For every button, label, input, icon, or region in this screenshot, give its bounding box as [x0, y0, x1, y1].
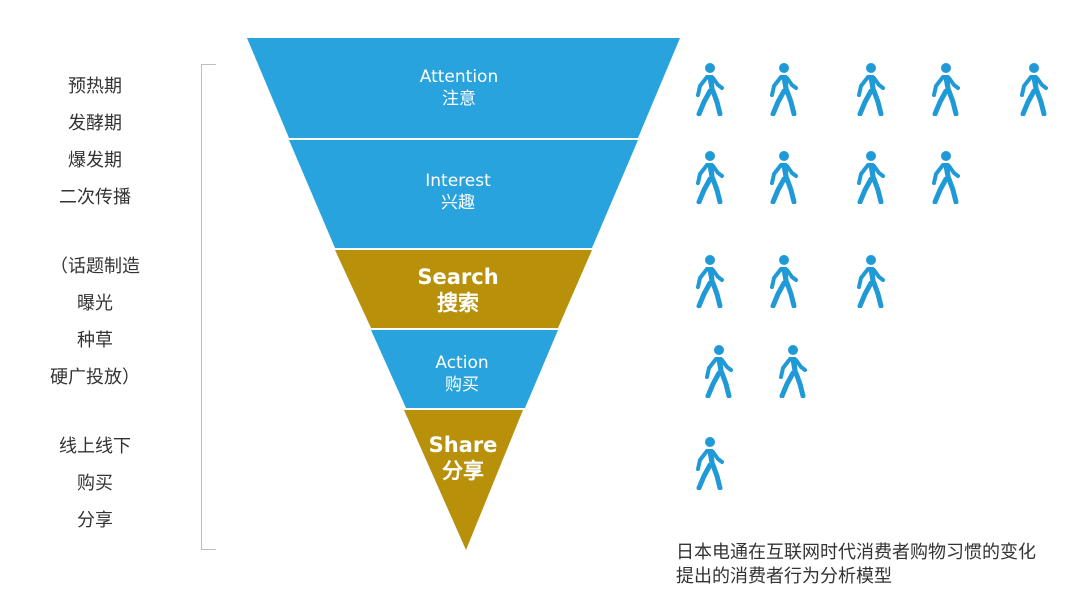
phase-label: 预热期 [68, 76, 122, 97]
phase-label: 购买 [77, 473, 113, 494]
stage-label-zh: 分享 [441, 459, 484, 483]
caption: 日本电通在互联网时代消费者购物习惯的变化 提出的消费者行为分析模型 [676, 541, 1036, 589]
stage-label-zh: 注意 [442, 89, 476, 109]
caption-line: 日本电通在互联网时代消费者购物习惯的变化 [676, 542, 1036, 563]
stage-label-en: Search [417, 265, 499, 289]
walking-person-icon [694, 436, 724, 491]
walking-person-icon [1018, 62, 1048, 117]
phase-list: 预热期 发酵期 爆发期 二次传播 （话题制造 曝光 种草 硬广投放） 线上线下 … [30, 68, 160, 539]
stage-label-attention: Attention 注意 [420, 66, 498, 110]
walking-person-icon [768, 254, 798, 309]
stage-label-action: Action 购买 [435, 352, 488, 396]
walking-person-icon [703, 344, 733, 399]
phase-label: 线上线下 [59, 436, 131, 457]
stage-label-interest: Interest 兴趣 [425, 170, 491, 214]
phase-label: 爆发期 [68, 150, 122, 171]
caption-line: 提出的消费者行为分析模型 [676, 566, 892, 587]
walking-person-icon [777, 344, 807, 399]
walking-person-icon [768, 62, 798, 117]
walking-person-icon [930, 150, 960, 205]
phase-label: 分享 [77, 510, 113, 531]
walking-person-icon [930, 62, 960, 117]
phase-label: 种草 [77, 330, 113, 351]
phase-label: 硬广投放） [50, 367, 140, 388]
stage-label-search: Search 搜索 [417, 264, 498, 316]
funnel-stage-share [404, 410, 523, 550]
stage-label-zh: 兴趣 [440, 193, 475, 213]
phase-label: 二次传播 [59, 187, 131, 208]
stage-label-zh: 购买 [445, 375, 479, 395]
funnel-stage-action [371, 330, 558, 408]
walking-person-icon [694, 62, 724, 117]
stage-label-share: Share 分享 [429, 432, 498, 484]
funnel-stage-interest [289, 140, 638, 248]
funnel-stage-attention [247, 38, 680, 138]
stage-label-en: Attention [419, 67, 499, 87]
walking-person-icon [694, 150, 724, 205]
funnel-stage-search [335, 250, 592, 328]
phase-label: 曝光 [77, 293, 113, 314]
phase-label: 发酵期 [68, 113, 122, 134]
walking-person-icon [694, 254, 724, 309]
phase-bracket [201, 64, 216, 550]
walking-person-icon [768, 150, 798, 205]
walking-person-icon [855, 254, 885, 309]
stage-label-en: Share [428, 433, 498, 457]
walking-person-icon [855, 62, 885, 117]
walking-person-icon [855, 150, 885, 205]
stage-label-en: Action [435, 353, 489, 373]
stage-label-en: Interest [425, 171, 491, 191]
stage-label-zh: 搜索 [436, 291, 479, 315]
phase-label: （话题制造 [50, 256, 140, 277]
